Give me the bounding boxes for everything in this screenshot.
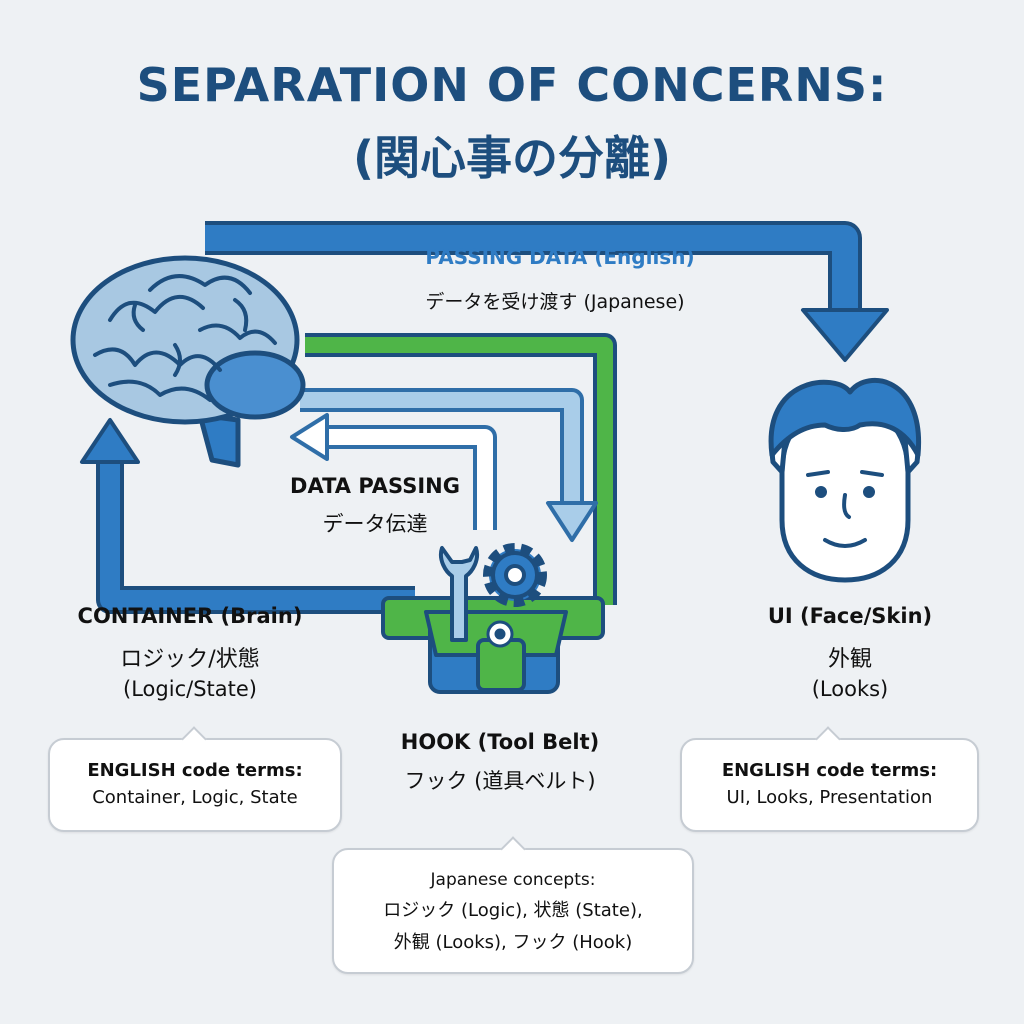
- ui-sub: (Looks): [811, 677, 889, 701]
- light-blue-down-arrow: [300, 388, 598, 542]
- data-passing-label-en: DATA PASSING: [290, 474, 460, 498]
- hook-bubble-line-2: ロジック (Logic), 状態 (State),: [383, 900, 643, 921]
- face-icon: [768, 377, 922, 583]
- title-line-2: (関心事の分離): [352, 131, 672, 185]
- ui-jp: 外観: [827, 647, 872, 672]
- container-jp: ロジック/状態: [120, 647, 260, 672]
- hook-concepts-bubble: Japanese concepts: ロジック (Logic), 状態 (Sta…: [332, 836, 694, 974]
- hook-bubble-line-1: Japanese concepts:: [430, 870, 596, 890]
- ui-bubble-line-1: ENGLISH code terms:: [721, 760, 938, 781]
- passing-data-label-en: PASSING DATA (English): [425, 245, 695, 269]
- ui-terms-bubble: ENGLISH code terms: UI, Looks, Presentat…: [680, 726, 979, 832]
- passing-data-arrow: [205, 221, 889, 362]
- wrench-icon: [439, 546, 479, 642]
- return-arrow: [80, 418, 415, 614]
- hook-jp: フック (道具ベルト): [404, 769, 596, 793]
- container-title: CONTAINER (Brain): [77, 604, 303, 628]
- hook-bubble-line-3: 外観 (Looks), フック (Hook): [393, 932, 633, 953]
- green-loop-arrow: [305, 333, 617, 605]
- small-gear-icon: [486, 620, 514, 648]
- data-passing-arrow: [290, 413, 497, 530]
- brain-icon: [70, 255, 306, 468]
- passing-data-label-jp: データを受け渡す (Japanese): [425, 291, 685, 313]
- container-bubble-line-1: ENGLISH code terms:: [87, 760, 303, 781]
- ui-bubble-line-2: UI, Looks, Presentation: [726, 787, 933, 808]
- ui-title: UI (Face/Skin): [767, 604, 933, 628]
- container-bubble-line-2: Container, Logic, State: [92, 787, 298, 808]
- gear-icon: [483, 543, 547, 607]
- data-passing-label-jp: データ伝達: [322, 512, 428, 536]
- title-line-1: SEPARATION OF CONCERNS:: [136, 58, 888, 112]
- container-sub: (Logic/State): [123, 677, 257, 701]
- hook-title: HOOK (Tool Belt): [400, 730, 600, 754]
- container-terms-bubble: ENGLISH code terms: Container, Logic, St…: [48, 726, 342, 832]
